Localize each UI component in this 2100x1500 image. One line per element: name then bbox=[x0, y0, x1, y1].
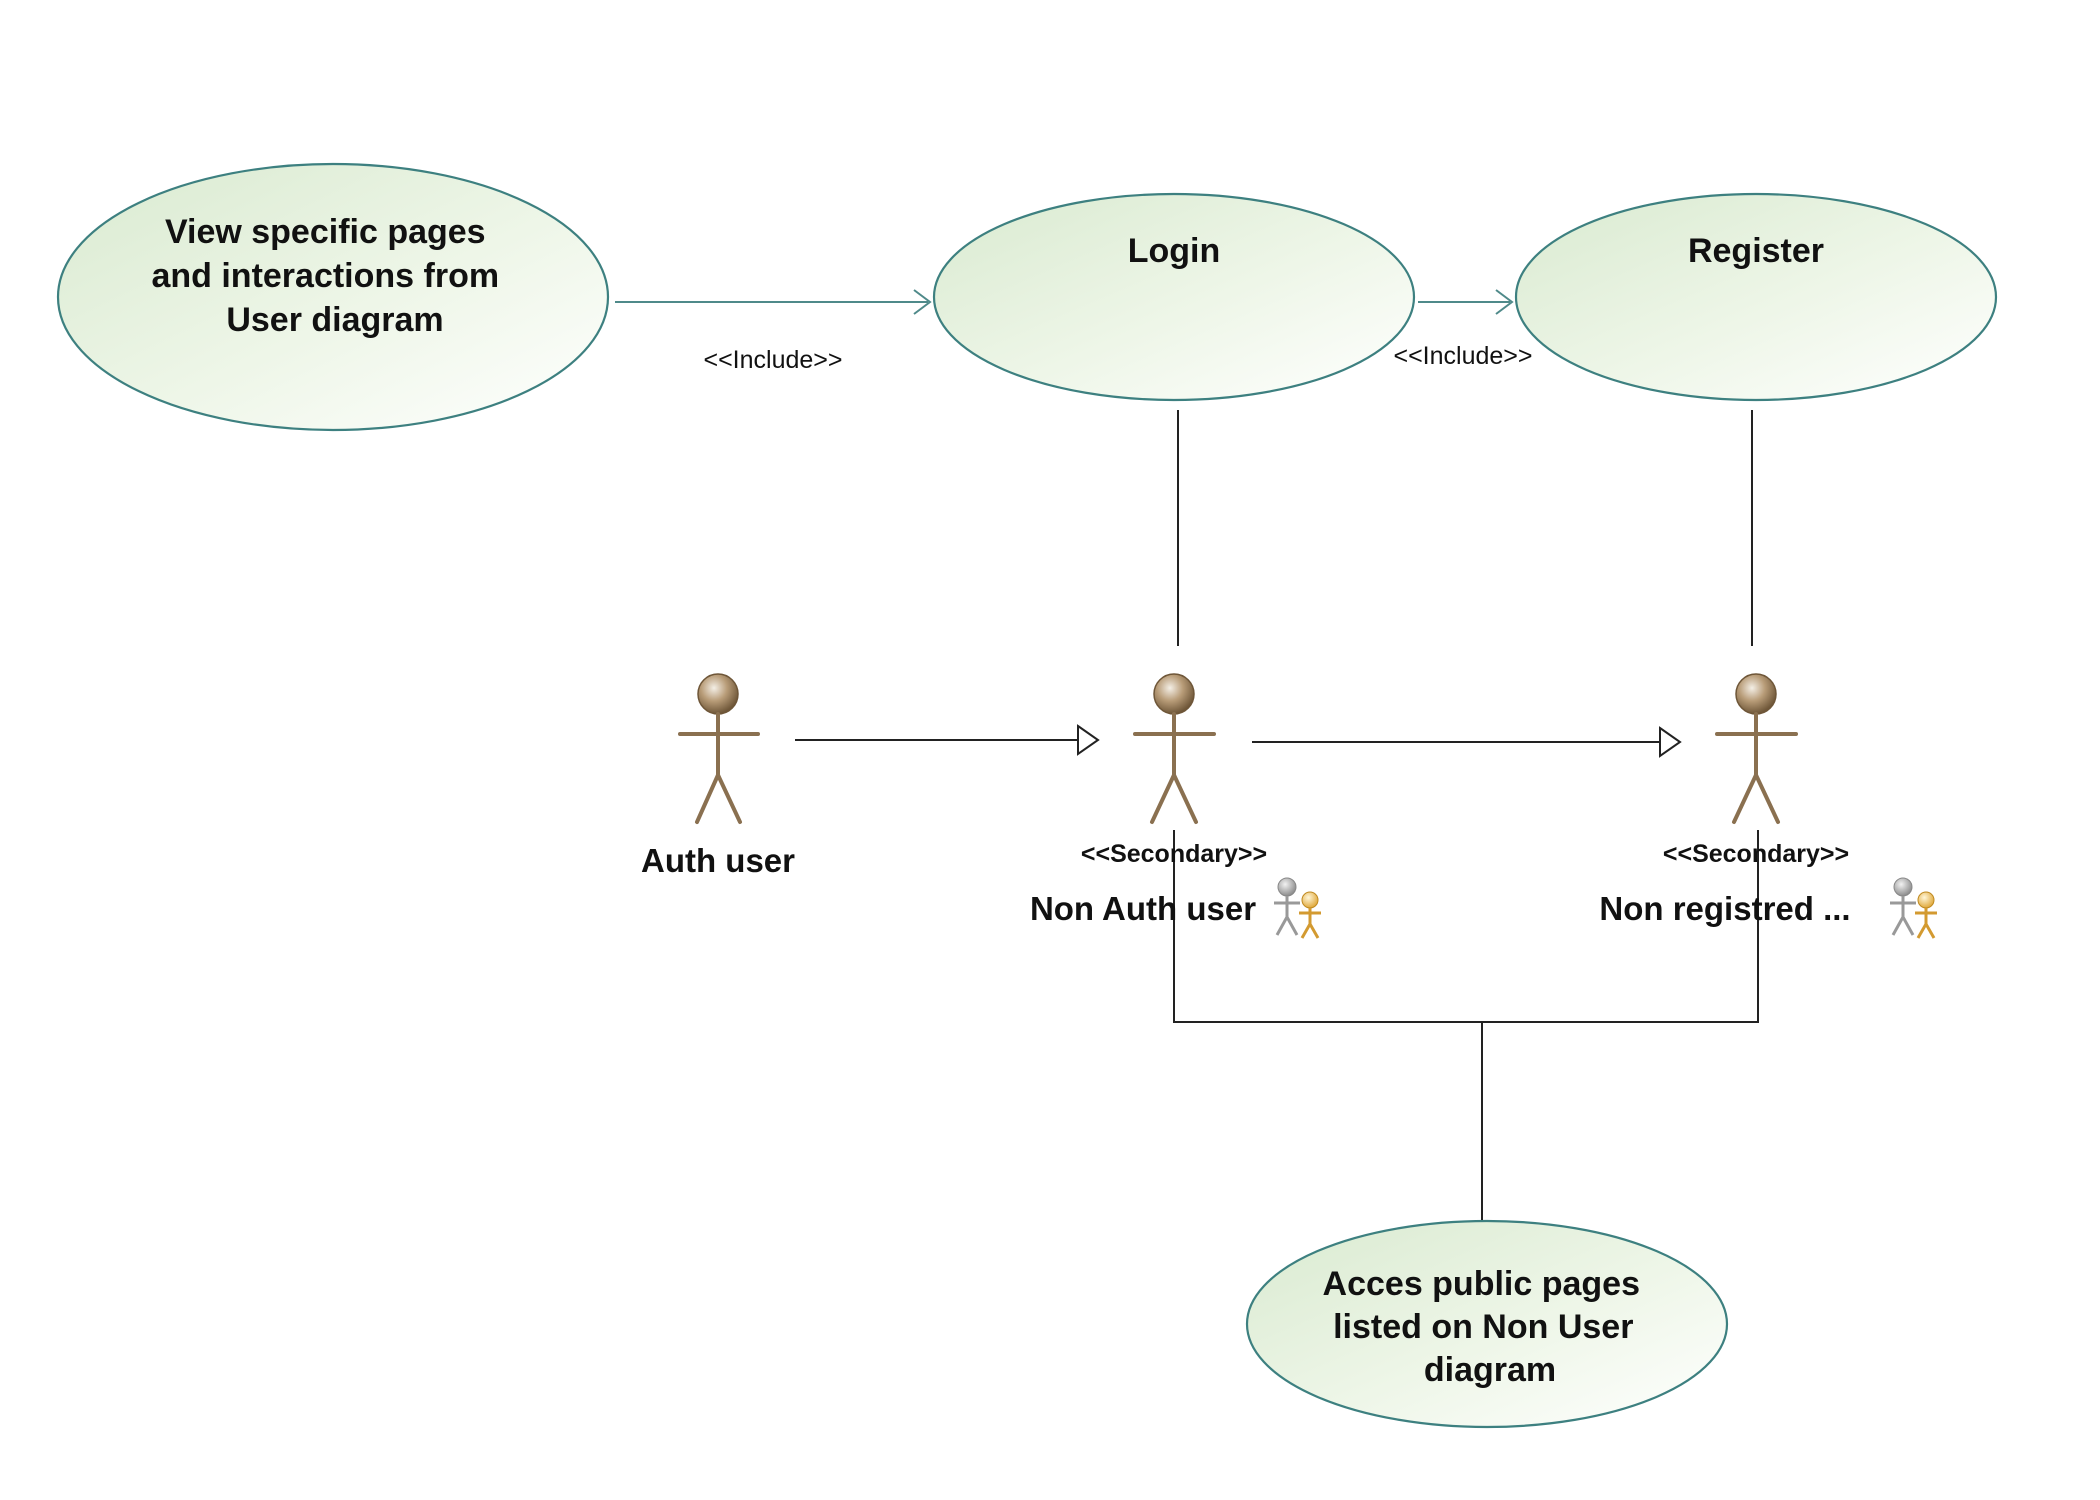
svg-text:Acces public pages liste: Acces public pages listed on Non User di… bbox=[1323, 1265, 1650, 1389]
use-case-access-public-line-2: listed on Non User bbox=[1333, 1308, 1633, 1346]
include-label-2: <<Include>> bbox=[1393, 342, 1532, 370]
svg-text:View specific pages and: View specific pages and interactions fro… bbox=[151, 213, 508, 339]
use-case-login-label: Login bbox=[1128, 232, 1221, 270]
include-relation-view-to-login[interactable]: <<Include>> bbox=[615, 289, 932, 374]
secondary-actor-icon bbox=[1274, 877, 1321, 939]
use-case-access-public-line-3: diagram bbox=[1424, 1351, 1556, 1389]
actor-non-auth-user[interactable]: <<Secondary>> Non Auth user bbox=[1030, 673, 1321, 939]
actor-figure-icon bbox=[678, 673, 760, 824]
use-case-login[interactable]: Login bbox=[932, 192, 1416, 402]
use-case-register-label: Register bbox=[1688, 232, 1824, 270]
use-case-view-specific-line-1: View specific pages bbox=[165, 213, 486, 251]
actor-non-registered-name: Non registred ... bbox=[1599, 890, 1850, 927]
generalization-non-auth-to-non-registered[interactable] bbox=[1252, 726, 1682, 758]
use-case-view-specific-line-2: and interactions from bbox=[151, 257, 499, 295]
use-case-access-public-pages[interactable]: Acces public pages listed on Non User di… bbox=[1245, 1219, 1729, 1429]
include-label-1: <<Include>> bbox=[703, 346, 842, 374]
actor-figure-icon bbox=[1715, 673, 1798, 824]
use-case-view-specific-pages[interactable]: View specific pages and interactions fro… bbox=[56, 162, 610, 432]
actor-non-registered-user[interactable]: <<Secondary>> Non registred ... bbox=[1599, 673, 1937, 939]
actor-auth-user[interactable]: Auth user bbox=[641, 673, 795, 879]
actor-auth-user-name: Auth user bbox=[641, 842, 795, 879]
use-case-access-public-line-1: Acces public pages bbox=[1323, 1265, 1640, 1303]
secondary-actor-icon bbox=[1890, 877, 1937, 939]
use-case-view-specific-line-3: User diagram bbox=[226, 301, 443, 339]
use-case-register[interactable]: Register bbox=[1514, 192, 1998, 402]
actor-non-auth-stereotype: <<Secondary>> bbox=[1081, 840, 1267, 868]
include-relation-login-to-register[interactable]: <<Include>> bbox=[1393, 289, 1533, 370]
actor-non-registered-stereotype: <<Secondary>> bbox=[1663, 840, 1849, 868]
actor-non-auth-user-name: Non Auth user bbox=[1030, 890, 1256, 927]
actor-figure-icon bbox=[1133, 673, 1216, 824]
association-actors-bus[interactable] bbox=[1173, 830, 1759, 1023]
generalization-auth-to-non-auth[interactable] bbox=[795, 724, 1100, 756]
